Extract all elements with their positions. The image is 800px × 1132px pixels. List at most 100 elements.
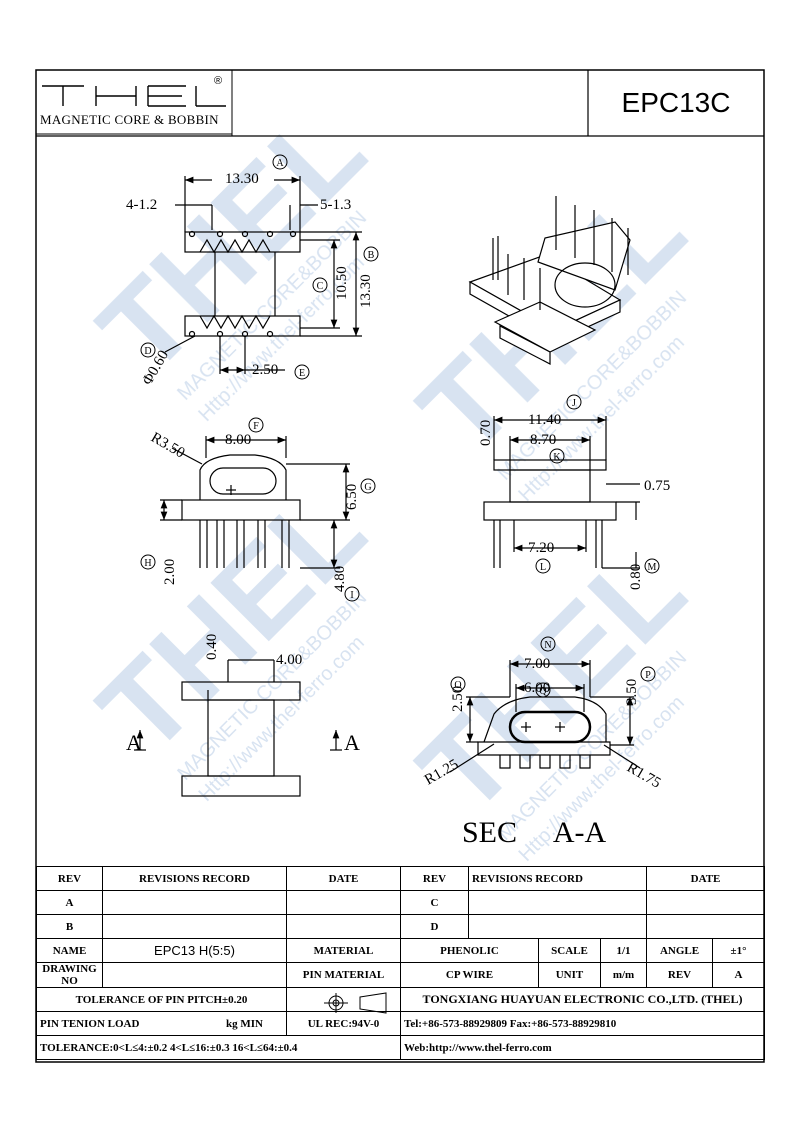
dim-n: 7.00 — [524, 656, 550, 672]
material-label: MATERIAL — [286, 938, 401, 963]
rev-row-a-date — [286, 890, 401, 915]
rev-row-d-date — [646, 914, 766, 939]
ref-e: E — [299, 368, 305, 379]
ref-l: L — [540, 562, 546, 573]
dim-e: 2.50 — [252, 362, 278, 378]
ref-h: H — [144, 558, 151, 569]
part-number: EPC13C — [621, 87, 731, 118]
title-block: REV REVISIONS RECORD DATE REV REVISIONS … — [36, 866, 766, 1060]
dim-h: 2.00 — [162, 559, 178, 585]
rev-row-b: B — [36, 914, 103, 939]
ref-b: B — [368, 250, 375, 261]
section-view — [134, 659, 342, 797]
rev-row-d-record — [467, 914, 648, 939]
dim-k: 8.70 — [530, 432, 556, 448]
ref-g: G — [364, 482, 371, 493]
rev-header: REV — [36, 866, 103, 891]
section-arrow-left: A — [126, 730, 142, 755]
unit-value: m/m — [599, 962, 648, 988]
pin-material-value: CP WIRE — [400, 962, 539, 988]
rev-row-d: D — [400, 914, 469, 939]
rev-row-b-record — [102, 914, 287, 939]
dim-pin-width: 4-1.2 — [126, 197, 157, 213]
pin-material-label: PIN MATERIAL — [286, 962, 401, 988]
rev-row-a-record — [102, 890, 287, 915]
dim-p: 3.50 — [624, 679, 640, 705]
rev-row-c-date — [646, 890, 766, 915]
section-aa-view — [449, 660, 641, 773]
dim-b: 13.30 — [358, 274, 374, 308]
dim-f: 8.00 — [225, 432, 251, 448]
dim-r-right: R1.75 — [624, 760, 663, 792]
rev-row-a: A — [36, 890, 103, 915]
dim-g: 6.50 — [344, 484, 360, 510]
ref-o: O — [454, 680, 461, 691]
pin-tension-label: PIN TENION LOAD — [40, 1017, 140, 1030]
company-name: TONGXIANG HUAYUAN ELECTRONIC CO.,LTD. (T… — [399, 987, 766, 1012]
dim-right-thk: 0.75 — [644, 478, 670, 494]
ref-n: N — [544, 640, 551, 651]
ref-q: Q — [539, 686, 547, 697]
ref-a: A — [276, 158, 284, 169]
dim-pin-pitch: 5-1.3 — [320, 197, 351, 213]
rev-value: A — [712, 962, 766, 988]
ref-k: K — [553, 452, 561, 463]
isometric-view — [468, 196, 631, 365]
drawing-no-label: DRAWING NO — [36, 962, 103, 988]
scale-label: SCALE — [538, 938, 601, 963]
contact-tel: Tel:+86-573-88929809 Fax:+86-573-8892981… — [399, 1011, 766, 1036]
projection-cell — [286, 987, 401, 1012]
revisions-header: REVISIONS RECORD — [102, 866, 287, 891]
front-view — [160, 436, 350, 569]
dim-c: 10.50 — [334, 266, 350, 300]
ref-j: J — [572, 398, 576, 409]
dim-o: 2.50 — [450, 686, 466, 712]
tolerance-pitch: TOLERANCE OF PIN PITCH±0.20 — [36, 987, 287, 1012]
dim-l: 7.20 — [528, 540, 554, 556]
side-view — [483, 416, 640, 569]
rev-row-c-record — [467, 890, 648, 915]
registered-mark: ® — [214, 75, 222, 87]
dim-j: 11.40 — [528, 412, 561, 428]
ref-m: M — [648, 562, 657, 573]
dim-m: 0.80 — [628, 564, 644, 590]
ref-i: I — [350, 590, 353, 601]
dim-sec-040: 0.40 — [204, 634, 220, 660]
section-label: SEC A-A — [462, 816, 607, 849]
ref-c: C — [317, 281, 324, 292]
name-label: NAME — [36, 938, 103, 963]
dim-a: 13.30 — [225, 171, 259, 187]
rev-row-b-date — [286, 914, 401, 939]
logo-subtitle: MAGNETIC CORE & BOBBIN — [40, 112, 219, 127]
sheet-border — [35, 69, 765, 1063]
dim-sec-400: 4.00 — [276, 652, 302, 668]
dim-q: 6.00 — [524, 680, 550, 696]
dim-i: 4.80 — [332, 566, 348, 592]
thel-logo — [42, 85, 226, 107]
pin-tension-unit: kg MIN — [226, 1017, 263, 1030]
reference-circles — [140, 154, 660, 698]
dim-r-top: R3.50 — [148, 430, 187, 462]
angle-value: ±1° — [712, 938, 766, 963]
section-arrow-right: A — [344, 730, 360, 755]
rev-row-c: C — [400, 890, 469, 915]
contact-web: Web:http://www.thel-ferro.com — [399, 1035, 766, 1060]
unit-label: UNIT — [538, 962, 601, 988]
tolerance-general: TOLERANCE:0<L≤4:±0.2 4<L≤16:±0.3 16<L≤64… — [36, 1035, 401, 1060]
material-value: PHENOLIC — [400, 938, 539, 963]
ref-f: F — [253, 421, 259, 432]
date-header: DATE — [286, 866, 401, 891]
ul-rating: UL REC:94V-0 — [286, 1011, 401, 1036]
name-value: EPC13 H(5:5) — [102, 938, 287, 963]
pin-tension: PIN TENION LOAD kg MIN — [36, 1011, 287, 1036]
ref-p: P — [645, 670, 651, 681]
top-view — [164, 176, 362, 374]
scale-value: 1/1 — [599, 938, 648, 963]
rev-label: REV — [646, 962, 714, 988]
rev-header-2: REV — [400, 866, 469, 891]
ref-d: D — [144, 346, 151, 357]
revisions-header-2: REVISIONS RECORD — [467, 866, 648, 891]
drawing-no-value — [102, 962, 287, 988]
dim-flange: 0.70 — [478, 420, 494, 446]
